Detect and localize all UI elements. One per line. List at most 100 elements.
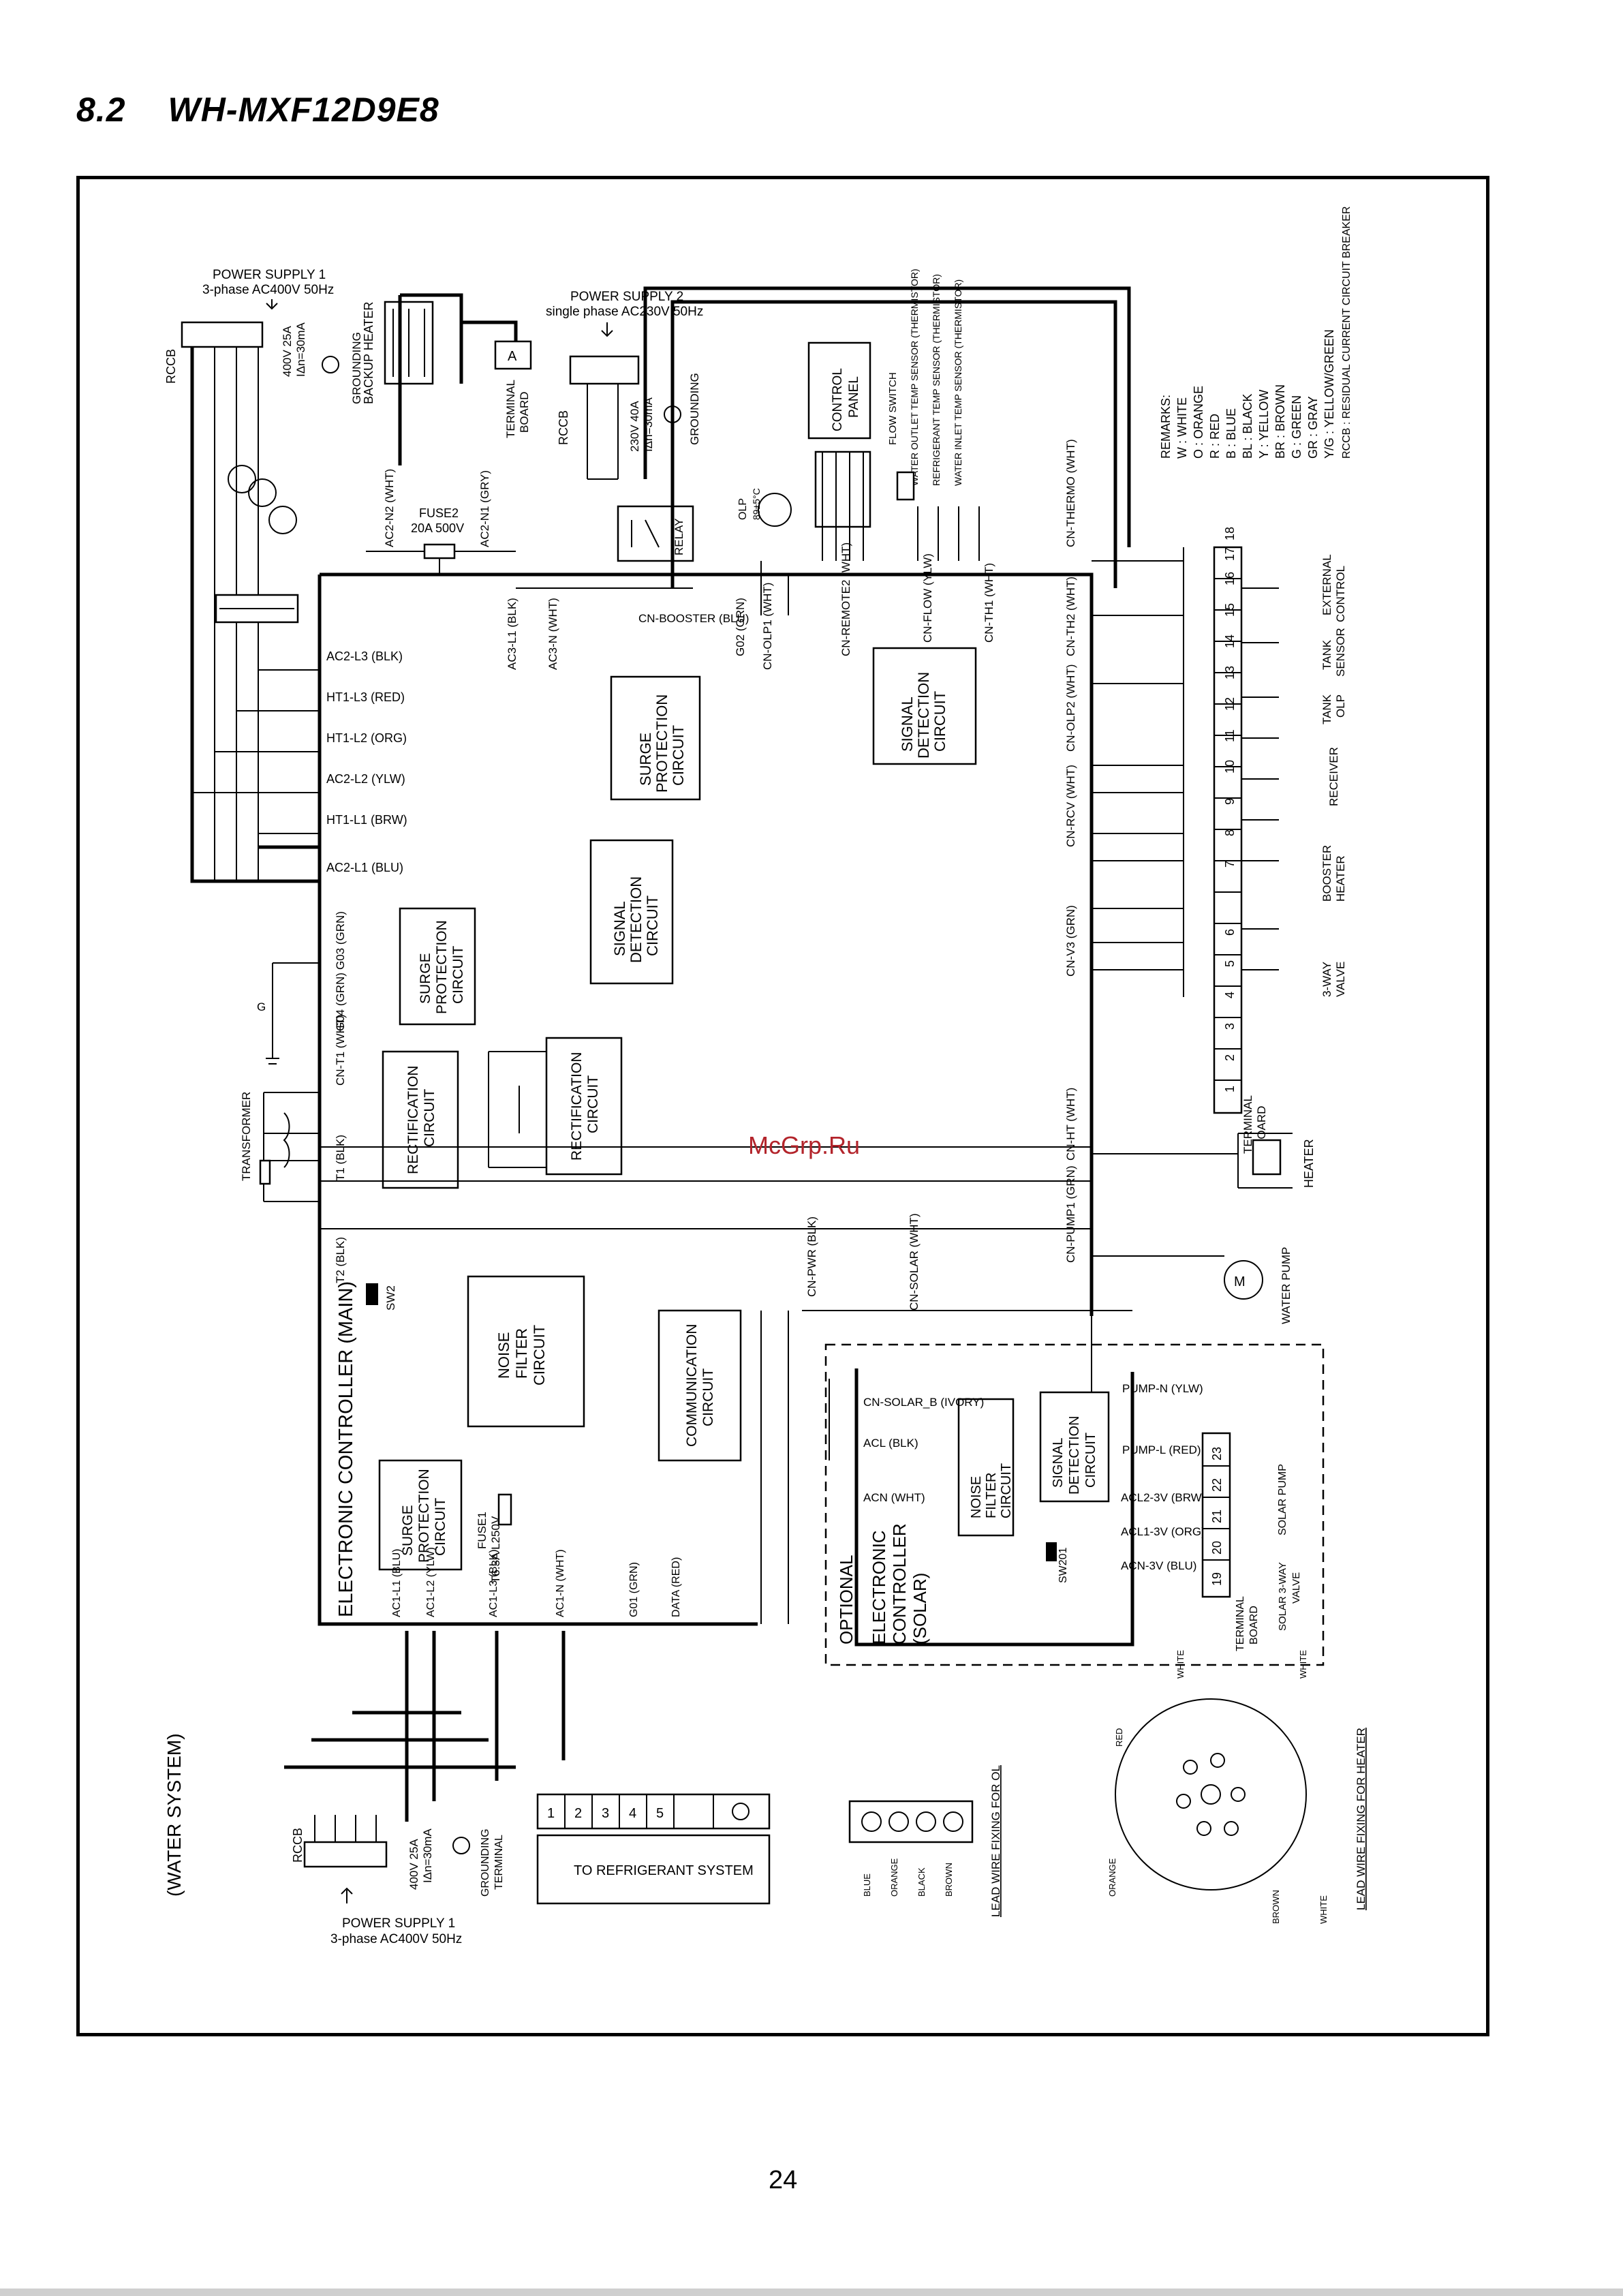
- conn-cn-olp1: CN-OLP1 (WHT): [761, 583, 774, 670]
- noise-filter-main-l1: NOISE: [495, 1332, 512, 1379]
- section-number: 8.2: [76, 91, 126, 129]
- conn-cn-flow: CN-FLOW (YLW): [921, 553, 934, 643]
- conn-sw2: SW2: [384, 1285, 397, 1311]
- main-top-connectors: AC2-N2 (WHT) AC2-N1 (GRY) AC3-L1 (BLK) A…: [383, 439, 1077, 670]
- main-controller-board: [318, 572, 1094, 1626]
- wiring-diagram: ELECTRONIC CONTROLLER (MAIN) POWER SUPPL…: [164, 206, 1367, 1946]
- heater-wire-2: RED: [1114, 1728, 1124, 1747]
- right-device-labels: EXTERNAL CONTROL TANK SENSOR TANK OLP RE…: [1184, 554, 1347, 1324]
- wiring-diagram-frame: ELECTRONIC CONTROLLER (MAIN) POWER SUPPL…: [76, 176, 1489, 2036]
- solar-acn-3v: ACN-3V (BLU): [1121, 1559, 1196, 1572]
- signal-detection-mid-l2: DETECTION: [628, 876, 645, 963]
- conn-g02: G02 (GRN): [734, 598, 747, 656]
- wire-top-bus-2: [670, 300, 1117, 588]
- remark-gr: GR : GRAY: [1306, 396, 1320, 459]
- fuse2-rating: 20A 500V: [411, 521, 464, 535]
- power-supply-1-label: POWER SUPPLY 1: [213, 268, 326, 282]
- solar-tb-22: 22: [1210, 1478, 1224, 1492]
- remark-y: Y : YELLOW: [1257, 390, 1271, 459]
- water-pump-label: WATER PUMP: [1280, 1247, 1293, 1324]
- solar-acl: ACL (BLK): [863, 1437, 918, 1450]
- remark-b: B : BLUE: [1224, 408, 1238, 459]
- wire-main-horizontal: [320, 1146, 1092, 1229]
- conn-t1: T1 (BLK): [334, 1135, 347, 1181]
- fuse1-rating: T6.3A L250V: [489, 1516, 502, 1583]
- fuse2: FUSE2 20A 500V: [366, 506, 516, 575]
- ref-term-2: 2: [574, 1806, 582, 1821]
- solar-signal-l2: DETECTION: [1067, 1415, 1082, 1495]
- solar-3way-l1: SOLAR 3-WAY: [1277, 1562, 1288, 1631]
- ground-left: G: [257, 962, 320, 1065]
- olp-device: OLP 89±5°C: [737, 488, 792, 527]
- control-panel-l2: PANEL: [847, 376, 861, 418]
- olp-thermostats: [215, 465, 299, 624]
- power-supply-2-label: POWER SUPPLY 2: [570, 290, 683, 304]
- remark-o: O : ORANGE: [1192, 386, 1205, 459]
- watermark: McGrp.Ru: [748, 1131, 861, 1159]
- page-number: 24: [769, 2166, 798, 2194]
- wire-solar-feed: [760, 1310, 1132, 1624]
- terminal-board-top-label: TERMINAL: [504, 380, 517, 438]
- solar-paren: (SOLAR): [910, 1573, 930, 1644]
- conn-ac2-l3: AC2-L3 (BLK): [326, 649, 403, 663]
- lead-wire-ol-label: LEAD WIRE FIXING FOR OL: [989, 1765, 1002, 1917]
- terminal-board-right: 1 2 3 4 5 6 7 8 9 10 11 12 13 14 15 16 1…: [1183, 527, 1279, 1154]
- tank-sensor-l2: SENSOR: [1334, 628, 1347, 677]
- tank-olp-l1: TANK: [1320, 694, 1333, 724]
- solar-sw201: SW201: [1057, 1547, 1069, 1583]
- ol-wire-black: BLACK: [916, 1867, 927, 1897]
- refrigerant-system-label: TO REFRIGERANT SYSTEM: [574, 1863, 754, 1878]
- flow-switch-label: FLOW SWITCH: [887, 372, 899, 445]
- conn-ac3-n: AC3-N (WHT): [546, 598, 559, 670]
- grounding-terminal-bottom-2: TERMINAL: [493, 1835, 505, 1890]
- power-supply-2-spec: single phase AC230V 50Hz: [546, 305, 703, 319]
- tank-sensor-l1: TANK: [1320, 639, 1333, 670]
- transformer: TRANSFORMER: [240, 1092, 320, 1202]
- sw201-switch: [1046, 1542, 1057, 1561]
- booster-heater-l1: BOOSTER: [1320, 845, 1333, 902]
- conn-ac2-l2: AC2-L2 (YLW): [326, 772, 405, 786]
- heater-wire-6: BROWN: [1271, 1890, 1281, 1924]
- terminal-numbers: 1 2 3 4 5 6 7 8 9 10 11 12 13 14 15 16 1…: [1223, 527, 1237, 1092]
- relay: RELAY: [617, 505, 694, 562]
- surge-protection-left: SURGE PROTECTION CIRCUIT: [399, 907, 476, 1026]
- booster-heater-l2: HEATER: [1334, 855, 1347, 902]
- conn-cn-th1: CN-TH1 (WHT): [983, 563, 995, 643]
- tb-num-7: 7: [1223, 861, 1237, 868]
- heater-wire-4: WHITE: [1318, 1895, 1329, 1924]
- remarks: REMARKS: W : WHITE O : ORANGE R : RED B …: [1159, 206, 1352, 459]
- remarks-title: REMARKS:: [1159, 395, 1173, 459]
- communication-circuit: COMMUNICATION CIRCUIT: [658, 1309, 742, 1462]
- sensor-water-outlet: WATER OUTLET TEMP SENSOR (THERMISTOR): [909, 269, 920, 486]
- conn-cn-v3: CN-V3 (GRN): [1064, 905, 1077, 977]
- surge-protection-bottom-l3: CIRCUIT: [433, 1498, 448, 1556]
- conn-ac1-n: AC1-N (WHT): [555, 1549, 566, 1617]
- conn-data: DATA (RED): [670, 1557, 682, 1617]
- remark-r: R : RED: [1208, 414, 1222, 459]
- water-pump-m: M: [1234, 1274, 1246, 1289]
- conn-ac1-l1: AC1-L1 (BLU): [391, 1549, 403, 1617]
- ref-ground-icon: [732, 1803, 749, 1820]
- tb-num-4: 4: [1223, 992, 1237, 998]
- lead-wire-heater-label: LEAD WIRE FIXING FOR HEATER: [1355, 1728, 1367, 1910]
- solar-noise-l1: NOISE: [969, 1476, 984, 1518]
- fuse1-label: FUSE1: [476, 1512, 489, 1549]
- wire-thick-left: [190, 347, 320, 883]
- receiver-label: RECEIVER: [1327, 747, 1340, 806]
- control-panel-l1: CONTROL: [831, 368, 845, 431]
- three-way-valve-l1: 3-WAY: [1320, 962, 1333, 997]
- remark-br: BR : BROWN: [1273, 384, 1287, 459]
- external-control-l1: EXTERNAL: [1320, 554, 1333, 615]
- ref-term-3: 3: [602, 1806, 609, 1821]
- surge-protection-left-l2: PROTECTION: [434, 920, 450, 1014]
- ol-wire-orange: ORANGE: [889, 1858, 899, 1897]
- noise-filter-main-l2: FILTER: [513, 1328, 530, 1379]
- conn-cn-olp2: CN-OLP2 (WHT): [1064, 664, 1077, 752]
- ground-symbol-top: [322, 356, 339, 373]
- solar-3way-l2: VALVE: [1290, 1572, 1302, 1604]
- surge-protection-top: SURGE PROTECTION CIRCUIT: [610, 675, 701, 801]
- power-supply-1-bottom-spec: 3-phase AC400V 50Hz: [330, 1932, 462, 1946]
- ref-term-5: 5: [656, 1806, 664, 1821]
- remark-g: G : GREEN: [1290, 395, 1303, 459]
